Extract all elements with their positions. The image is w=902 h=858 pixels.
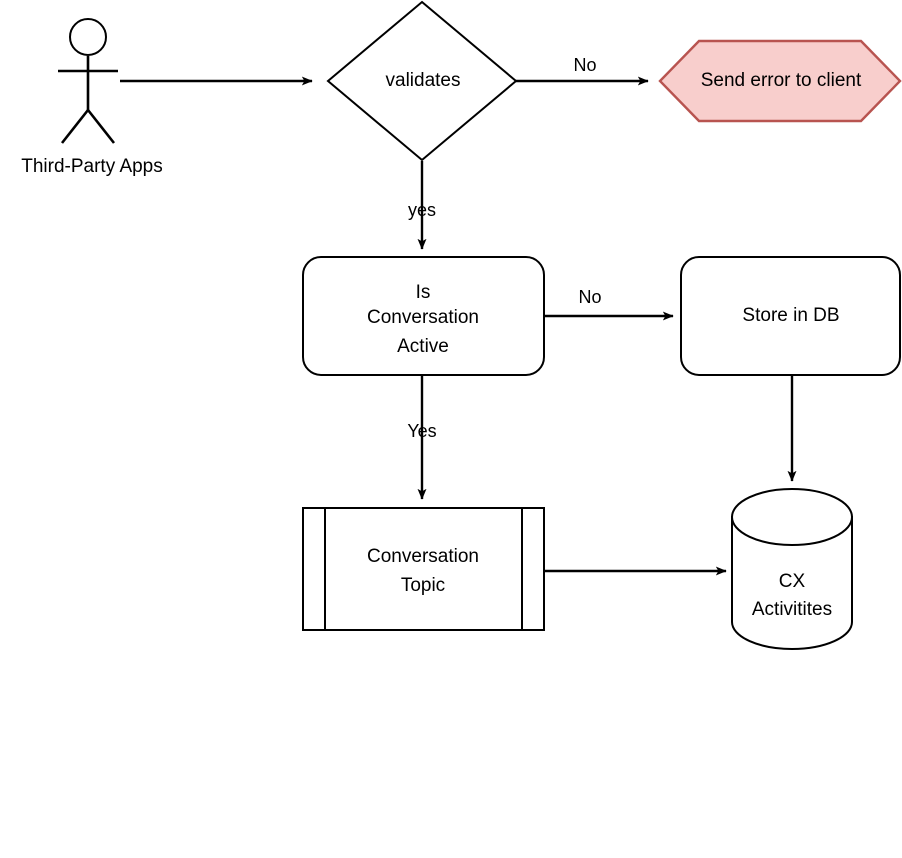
node-send-error-to-client[interactable]: Send error to client	[658, 39, 902, 123]
validates-label: validates	[386, 70, 461, 91]
send-error-hexagon-shape	[658, 39, 902, 123]
is-conversation-active-label-line-3: Active	[397, 336, 449, 357]
conversation-topic-shape	[302, 507, 545, 631]
node-validates-decision[interactable]: validates	[326, 0, 518, 162]
is-conversation-active-label-line-2: Conversation	[367, 307, 479, 328]
cx-activitites-label-line-1: CX	[779, 571, 806, 592]
store-in-db-label: Store in DB	[742, 305, 839, 326]
cx-activitites-cylinder-top	[731, 488, 853, 546]
node-store-in-db[interactable]: Store in DB	[680, 256, 901, 376]
edge-validates-to-send-error: No	[516, 55, 649, 86]
store-in-db-shape	[680, 256, 901, 376]
validates-diamond-shape	[326, 0, 518, 162]
edge-label-no-send-error: No	[573, 55, 596, 75]
node-is-conversation-active[interactable]: Is Conversation Active	[302, 256, 545, 376]
actor-head-icon	[69, 18, 107, 56]
actor-label: Third-Party Apps	[21, 156, 163, 177]
actor-left-leg-icon	[60, 109, 90, 144]
send-error-label: Send error to client	[701, 70, 862, 91]
actor-right-leg-icon	[86, 109, 116, 144]
node-conversation-topic[interactable]: Conversation Topic	[302, 507, 545, 631]
node-cx-activitites-database[interactable]: CX Activitites	[731, 488, 853, 650]
conversation-topic-label-line-2: Topic	[401, 575, 445, 596]
edge-is-conversation-active-to-conversation-topic: Yes	[407, 376, 437, 500]
cx-activitites-cylinder-body	[731, 516, 853, 650]
edge-label-yes-conversation-active: yes	[408, 200, 436, 220]
conversation-topic-label-line-1: Conversation	[367, 546, 479, 567]
is-conversation-active-label-line-1: Is	[416, 282, 431, 303]
edge-is-conversation-active-to-store-in-db: No	[544, 287, 674, 321]
cx-activitites-label-line-2: Activitites	[752, 599, 832, 620]
edge-label-yes-conversation-topic: Yes	[407, 421, 436, 441]
edge-label-no-store-in-db: No	[578, 287, 601, 307]
is-conversation-active-shape	[302, 256, 545, 376]
edge-validates-to-is-conversation-active: yes	[408, 161, 436, 250]
node-actor-third-party-apps[interactable]: Third-Party Apps	[21, 18, 163, 177]
